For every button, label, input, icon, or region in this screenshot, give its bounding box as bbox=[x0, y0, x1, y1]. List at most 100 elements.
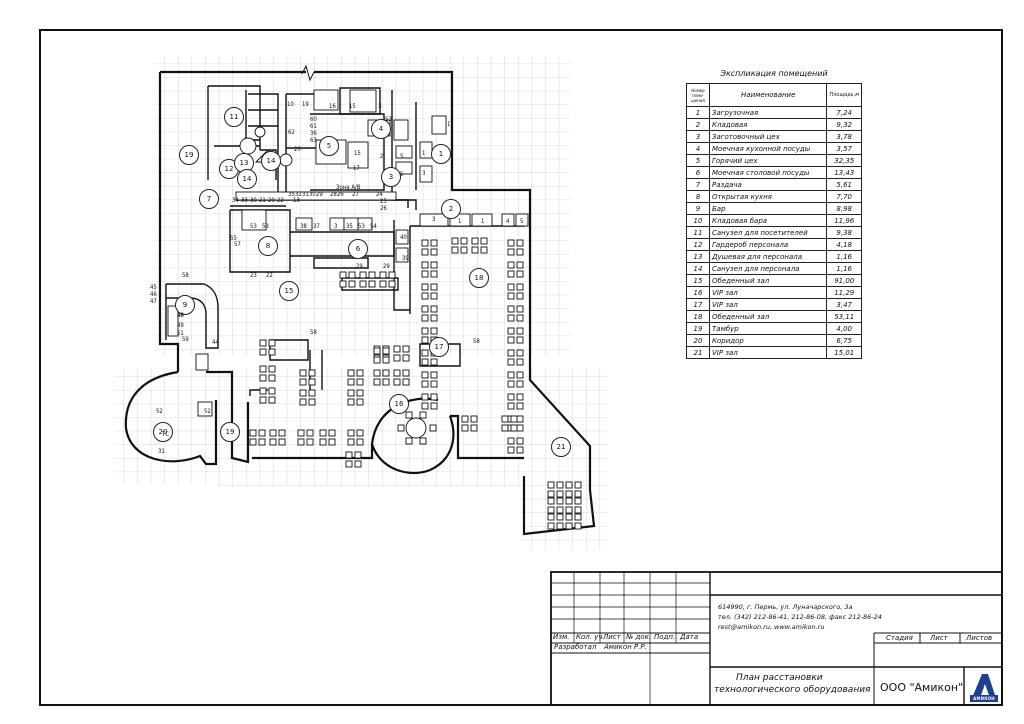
room-number-marker: 14 bbox=[261, 151, 281, 171]
equipment-label: 2 bbox=[380, 153, 384, 160]
furniture-piece bbox=[471, 246, 479, 254]
furniture-piece bbox=[430, 292, 438, 300]
furniture-piece bbox=[547, 497, 555, 505]
furniture-piece bbox=[507, 336, 515, 344]
room-number-marker: 5 bbox=[319, 136, 339, 156]
equipment-label: 54 bbox=[370, 223, 377, 230]
company-logo: АМИКОН bbox=[968, 670, 1000, 703]
furniture-piece bbox=[393, 378, 401, 386]
furniture-piece bbox=[421, 270, 429, 278]
furniture-piece bbox=[373, 378, 381, 386]
furniture-piece bbox=[359, 280, 367, 288]
equipment-label: 29 bbox=[383, 263, 390, 270]
furniture-piece bbox=[269, 429, 277, 437]
floor-plan-drawing bbox=[114, 56, 608, 550]
furniture-piece bbox=[421, 327, 429, 335]
furniture-piece bbox=[382, 378, 390, 386]
revision-column-header: Подп. bbox=[654, 633, 676, 641]
furniture-piece bbox=[382, 356, 390, 364]
room-name-cell: Моечная кухонной посуды bbox=[708, 142, 828, 155]
room-area-cell: 1,16 bbox=[826, 262, 862, 275]
equipment-label: 52 bbox=[204, 408, 211, 415]
furniture-piece bbox=[516, 349, 524, 357]
room-number-marker: 16 bbox=[389, 394, 409, 414]
furniture-piece bbox=[430, 261, 438, 269]
furniture-piece bbox=[347, 369, 355, 377]
room-name-cell: Коридор bbox=[708, 334, 828, 347]
furniture-piece bbox=[516, 415, 524, 423]
room-number-cell: 19 bbox=[686, 322, 710, 335]
furniture-piece bbox=[461, 424, 469, 432]
furniture-piece bbox=[354, 460, 362, 468]
furniture-piece bbox=[507, 402, 515, 410]
furniture-piece bbox=[516, 327, 524, 335]
equipment-label: 51 bbox=[177, 330, 184, 337]
furniture-piece bbox=[430, 283, 438, 291]
furniture-piece bbox=[421, 283, 429, 291]
furniture-piece bbox=[430, 239, 438, 247]
equipment-label: 19 bbox=[302, 101, 309, 108]
furniture-piece bbox=[402, 354, 410, 362]
furniture-piece bbox=[421, 371, 429, 379]
equipment-label: 48 bbox=[177, 312, 184, 319]
revision-column-header: Дата bbox=[680, 633, 699, 641]
furniture-piece bbox=[507, 283, 515, 291]
furniture-piece bbox=[516, 371, 524, 379]
furniture-piece bbox=[249, 429, 257, 437]
room-area-cell: 11,29 bbox=[826, 286, 862, 299]
furniture-piece bbox=[348, 271, 356, 279]
equipment-label: 31 bbox=[302, 191, 309, 198]
furniture-piece bbox=[516, 446, 524, 454]
furniture-piece bbox=[278, 438, 286, 446]
furniture-piece bbox=[421, 380, 429, 388]
furniture-piece bbox=[547, 481, 555, 489]
room-number-cell: 3 bbox=[686, 130, 710, 143]
room-number-marker: 1 bbox=[431, 144, 451, 164]
furniture-piece bbox=[306, 438, 314, 446]
room-number-marker: 3 bbox=[381, 167, 401, 187]
furniture-piece bbox=[348, 280, 356, 288]
equipment-label: 59 bbox=[182, 336, 189, 343]
room-number-marker: 6 bbox=[348, 239, 368, 259]
furniture-piece bbox=[268, 387, 276, 395]
furniture-piece bbox=[430, 248, 438, 256]
room-area-cell: 7,24 bbox=[826, 106, 862, 119]
furniture-piece bbox=[507, 349, 515, 357]
equipment-label: 24 bbox=[376, 191, 383, 198]
furniture-piece bbox=[297, 429, 305, 437]
equipment-label: 15 bbox=[354, 150, 361, 157]
room-name-cell: Горячий цех bbox=[708, 154, 828, 167]
furniture-piece bbox=[347, 378, 355, 386]
developed-by-label: Разработал bbox=[554, 643, 597, 651]
furniture-piece bbox=[269, 438, 277, 446]
equipment-label: 53 bbox=[385, 116, 392, 123]
furniture-piece bbox=[516, 314, 524, 322]
furniture-piece bbox=[347, 389, 355, 397]
break-mark bbox=[301, 64, 315, 82]
equipment-label: 34 bbox=[232, 197, 239, 204]
furniture-piece bbox=[516, 424, 524, 432]
equipment-label: 47 bbox=[150, 298, 157, 305]
equipment-label: 5 bbox=[400, 171, 404, 178]
furniture-piece bbox=[547, 513, 555, 521]
furniture-piece bbox=[501, 424, 509, 432]
furniture-piece bbox=[382, 369, 390, 377]
room-name-cell: Санузел для посетителей bbox=[708, 226, 828, 239]
sheets-label: Листов bbox=[966, 634, 993, 642]
furniture-piece bbox=[268, 348, 276, 356]
equipment-label: 58 bbox=[310, 329, 317, 336]
furniture-piece bbox=[430, 393, 438, 401]
equipment-label: 1 bbox=[458, 218, 462, 225]
furniture-piece bbox=[430, 371, 438, 379]
furniture-piece bbox=[402, 345, 410, 353]
furniture-piece bbox=[402, 369, 410, 377]
room-name-cell: Бар bbox=[708, 202, 828, 215]
room-number-cell: 11 bbox=[686, 226, 710, 239]
furniture-piece bbox=[328, 438, 336, 446]
furniture-piece bbox=[516, 358, 524, 366]
